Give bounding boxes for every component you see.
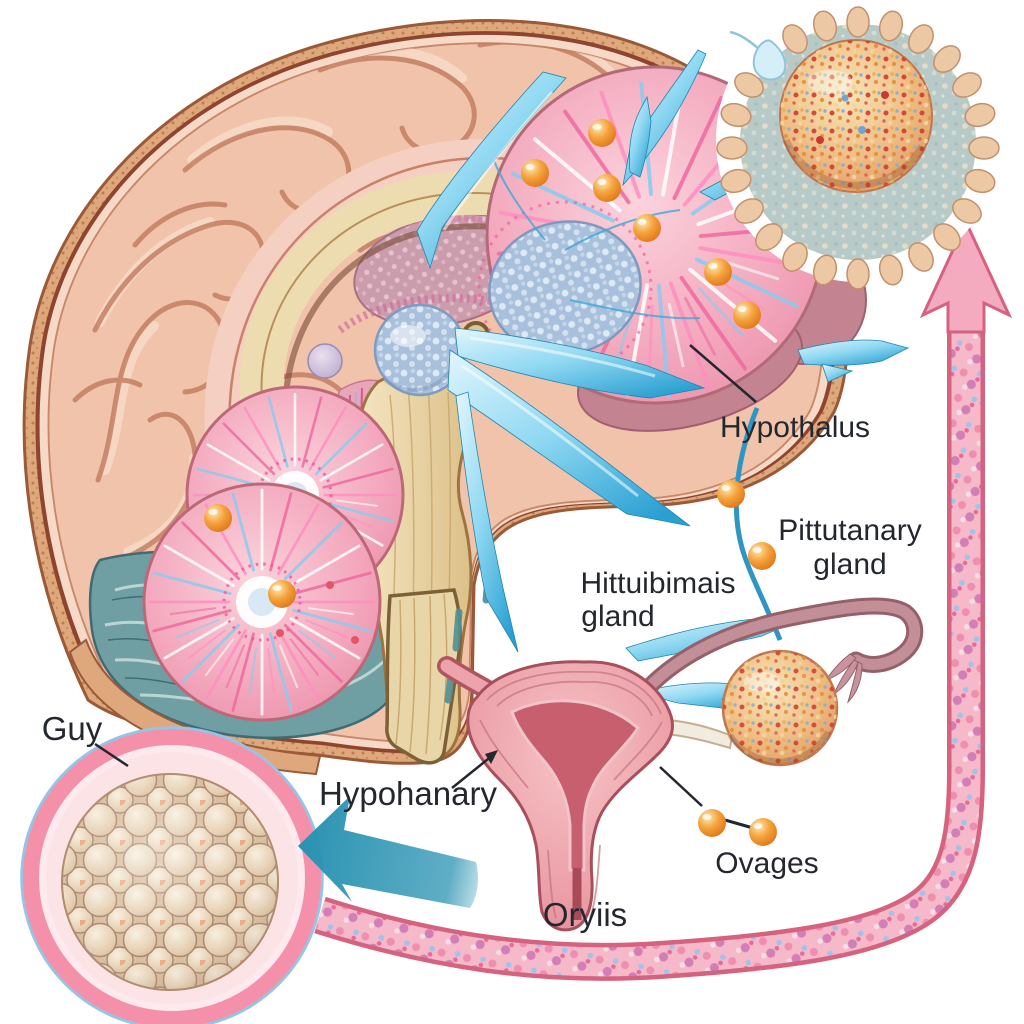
label-ovum: Oryiis xyxy=(543,896,627,933)
leader-hypothalamus xyxy=(689,344,757,403)
hormone-bead xyxy=(204,504,232,532)
hormone-bead xyxy=(268,580,296,608)
oocyte-sphere xyxy=(779,39,933,193)
label-follicle-inset: Guy xyxy=(42,710,103,747)
vessel-arrowhead xyxy=(919,218,1013,334)
leader-guy xyxy=(94,742,129,768)
uterine-cavity xyxy=(510,699,640,872)
label-hypothalamus: Hypothalus xyxy=(720,411,870,444)
leader-uterus xyxy=(451,754,494,789)
mammillary-sphere xyxy=(307,343,343,379)
uterus-group xyxy=(437,597,924,932)
ovarian-ligament xyxy=(664,718,734,750)
hormone-chain xyxy=(717,407,783,641)
label-ovaries: Ovages xyxy=(715,847,818,880)
label-uterus: Hypohanary xyxy=(319,775,497,812)
corona-cells xyxy=(716,6,1000,290)
label-pituitary-1: Pittutanary xyxy=(778,514,921,547)
feedback-arrow xyxy=(298,796,478,908)
fimbriae xyxy=(824,653,863,704)
fallopian-tube-right xyxy=(639,597,924,704)
label-hypophysis-1: Hittuibimais xyxy=(580,567,735,600)
label-hypophysis-2: gland xyxy=(581,600,654,633)
labels: Hypothalus Pittutanary gland Hittuibimai… xyxy=(42,344,922,933)
morula-cluster xyxy=(61,773,279,991)
hormone-arrow xyxy=(447,349,691,527)
hormone-arrow xyxy=(629,95,652,178)
ovary-sphere xyxy=(721,649,839,767)
ovary-bead-callout xyxy=(659,766,777,846)
hormone-arrow xyxy=(455,391,519,653)
uterus xyxy=(466,660,674,932)
ovum-follicle-disc xyxy=(716,0,1000,290)
label-pituitary-2: gland xyxy=(813,548,886,581)
follicle-inset-circle xyxy=(20,726,324,1024)
radial-gland-lower xyxy=(142,482,382,722)
leader-uterus-arrowhead xyxy=(485,750,498,764)
sperm-droplet xyxy=(752,39,787,81)
hormone-arrow xyxy=(821,363,854,383)
